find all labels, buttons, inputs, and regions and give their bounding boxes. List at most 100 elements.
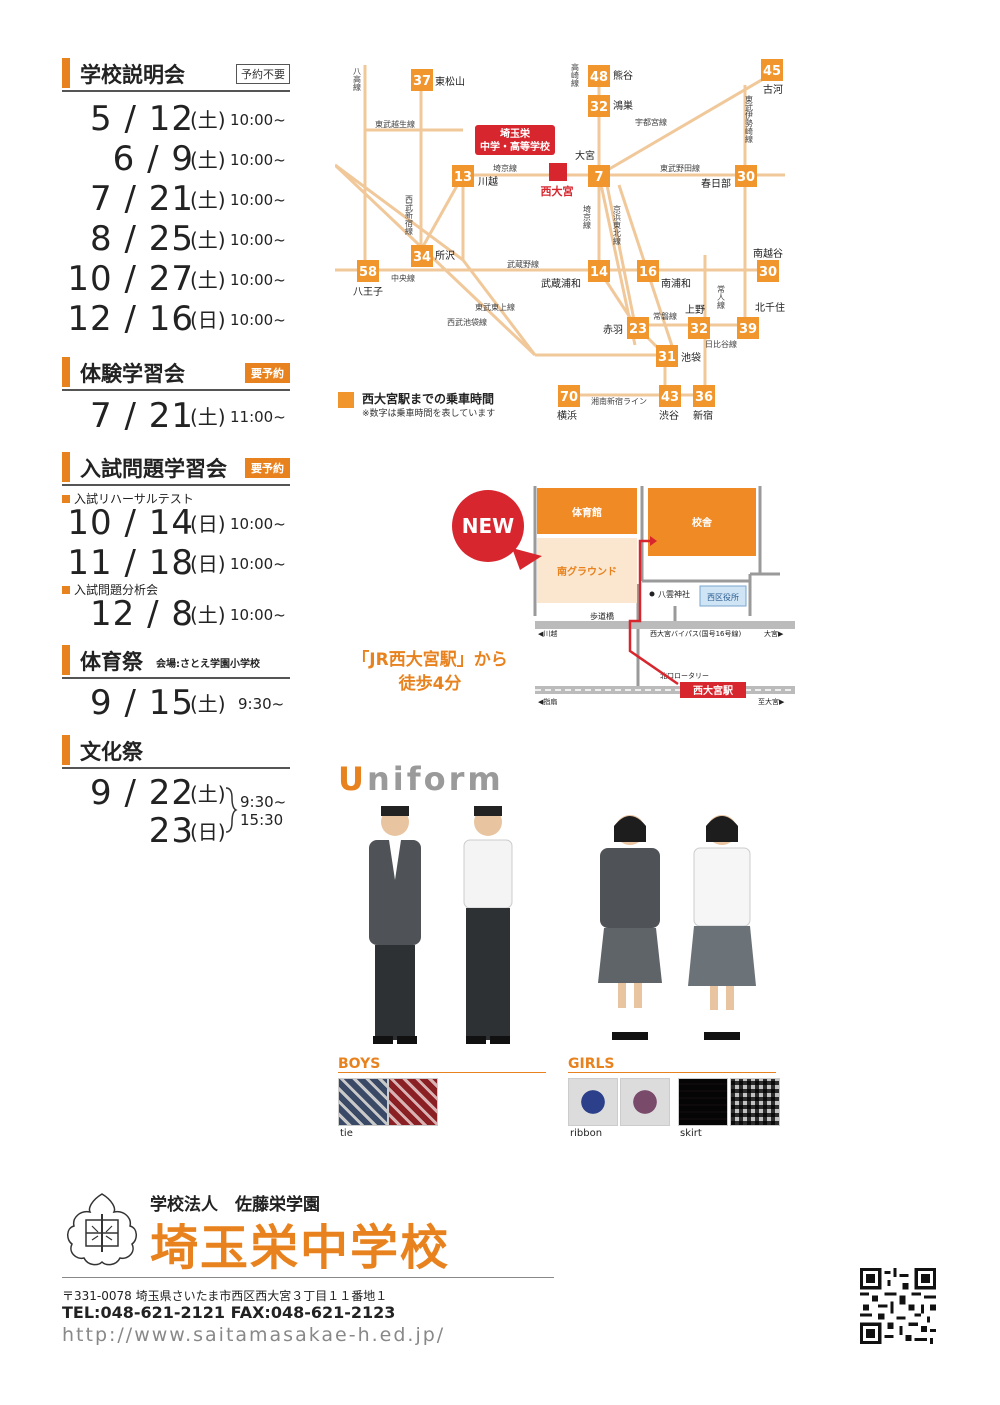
- station-name: 新宿: [693, 409, 713, 422]
- shrine-label: 八雲神社: [658, 589, 690, 599]
- route-map-svg: 埼玉栄 中学・高等学校 西大宮 八高線 東武越生線 高崎線 宇都宮線 東武伊勢崎…: [333, 59, 785, 422]
- trial-title: 体験学習会: [80, 362, 185, 386]
- line-label: 宇都宮線: [635, 117, 667, 127]
- date: 10 / 27: [67, 259, 194, 299]
- walk-caption: 「JR西大宮駅」から 徒歩4分: [330, 648, 530, 696]
- day-of-week: (土): [190, 188, 226, 212]
- station: 37 東松山: [411, 69, 465, 91]
- station-minutes: 58: [359, 265, 377, 280]
- date: 6 / 9: [112, 139, 194, 179]
- culture-time-start: 9:30~: [240, 793, 287, 811]
- briefing-title: 学校説明会: [80, 63, 185, 87]
- station-name: 鴻巣: [613, 99, 633, 112]
- station-minutes: 31: [658, 350, 676, 365]
- ward-office: [699, 585, 747, 607]
- culture-heading: 文化祭: [62, 735, 290, 769]
- school-building: [648, 488, 756, 556]
- address: 〒331-0078 埼玉県さいたま市西区西大宮３丁目１１番地１: [62, 1289, 388, 1303]
- footer-divider: [62, 1277, 554, 1278]
- heading-accent-bar: [62, 735, 70, 765]
- rehearsal-test-label: 入試リハーサルテスト: [62, 490, 194, 507]
- date-row: 10 / 14 (日) 10:00~: [62, 503, 302, 543]
- line-label: 中央線: [391, 273, 415, 283]
- station-minutes: 30: [759, 265, 777, 280]
- reservation-required-badge: 要予約: [245, 363, 290, 383]
- day-of-week: (土): [190, 692, 226, 716]
- date: 7 / 21: [90, 396, 194, 436]
- bullet-square: [62, 586, 70, 594]
- legend-title: 西大宮駅までの乗車時間: [362, 392, 495, 406]
- day-of-week: (日): [190, 820, 226, 844]
- origin-marker: [549, 163, 567, 181]
- to-omiya-label: 至大宮▶: [758, 697, 785, 706]
- school-label-box: [475, 125, 555, 155]
- sashiogi-label: ◀指扇: [538, 697, 557, 706]
- time: 10:00~: [230, 111, 286, 129]
- line-label: 常磐線: [653, 311, 677, 321]
- station-minutes: 45: [763, 64, 781, 79]
- new-badge: NEW: [452, 490, 524, 562]
- route-arrow-icon: [650, 536, 657, 546]
- station: 39 北千住: [737, 301, 785, 339]
- station: 36 新宿: [693, 385, 715, 422]
- station: 34 所沢: [411, 245, 455, 267]
- girl-winter-figure: [598, 815, 662, 1040]
- legend-note: ※数字は乗車時間を表しています: [362, 409, 496, 419]
- date: 10 / 14: [67, 503, 194, 543]
- station-name: 大宮: [575, 149, 595, 162]
- phone-fax: TEL:048-621-2121 FAX:048-621-2123: [62, 1303, 396, 1322]
- boys-label: BOYS: [338, 1056, 381, 1072]
- ribbon-purple-swatch: [620, 1078, 670, 1126]
- station-minutes: 16: [639, 265, 657, 280]
- qr-code-icon[interactable]: [860, 1268, 936, 1344]
- no-reservation-badge: 予約不要: [236, 64, 290, 84]
- girls-divider: [568, 1072, 776, 1073]
- day-of-week: (土): [190, 148, 226, 172]
- sub-label-text: 入試問題分析会: [74, 583, 159, 597]
- station-minutes: 32: [690, 322, 708, 337]
- line-labels: 八高線 東武越生線 高崎線 宇都宮線 東武伊勢崎線 埼京線 東武野田線 西武新宿…: [353, 62, 754, 406]
- sub-label-text: 入試リハーサルテスト: [74, 492, 194, 506]
- streets: [533, 486, 780, 686]
- school-name: 埼玉栄中学校: [150, 1220, 451, 1276]
- gym-building: [537, 488, 637, 534]
- line-label: 東武野田線: [660, 163, 700, 173]
- kawagoe-label: ◀川越: [538, 629, 557, 638]
- day-of-week: (土): [190, 228, 226, 252]
- station-name: 南越谷: [753, 247, 783, 260]
- heading-accent-bar: [62, 645, 70, 675]
- date: 12 / 8: [90, 594, 194, 634]
- uniform-title: Uniform: [338, 760, 504, 798]
- station-name: 所沢: [435, 249, 455, 262]
- tie-red-swatch: [388, 1078, 438, 1126]
- station-minutes: 7: [594, 170, 603, 185]
- station: 31 池袋: [656, 345, 701, 367]
- uniform-title-first-letter: U: [338, 760, 367, 798]
- skirt-winter-swatch: [678, 1078, 728, 1126]
- station: 58 八王子: [353, 260, 383, 298]
- time: 10:00~: [230, 231, 286, 249]
- line-label: 東武伊勢崎線: [745, 94, 754, 143]
- south-ground: [537, 538, 637, 603]
- station: 7 大宮: [575, 149, 610, 187]
- day-of-week: (日): [190, 308, 226, 332]
- school-building-label: 校舎: [692, 516, 713, 529]
- station-name: 春日部: [701, 177, 731, 190]
- station: 30 南越谷: [753, 247, 783, 282]
- website-link[interactable]: http://www.saitamasakae-h.ed.jp/: [62, 1324, 446, 1346]
- line-label: 京浜東北線: [613, 204, 622, 245]
- heading-accent-bar: [62, 58, 70, 88]
- station-minutes: 32: [590, 100, 608, 115]
- station-name: 東松山: [435, 75, 465, 88]
- corporation-name: 学校法人 佐藤栄学園: [150, 1195, 320, 1215]
- station-label: 西大宮駅: [693, 684, 734, 697]
- walk-caption-line-1: 「JR西大宮駅」から: [352, 650, 508, 670]
- time: 10:00~: [230, 311, 286, 329]
- omiya-label: 大宮▶: [764, 629, 784, 638]
- date-row: 9 / 15 (土) 9:30~: [62, 683, 302, 723]
- station-minutes: 70: [560, 390, 578, 405]
- station-name: 南浦和: [661, 277, 691, 290]
- origin-label: 西大宮: [541, 184, 574, 198]
- station-minutes: 30: [737, 170, 755, 185]
- gym-label: 体育館: [572, 506, 602, 519]
